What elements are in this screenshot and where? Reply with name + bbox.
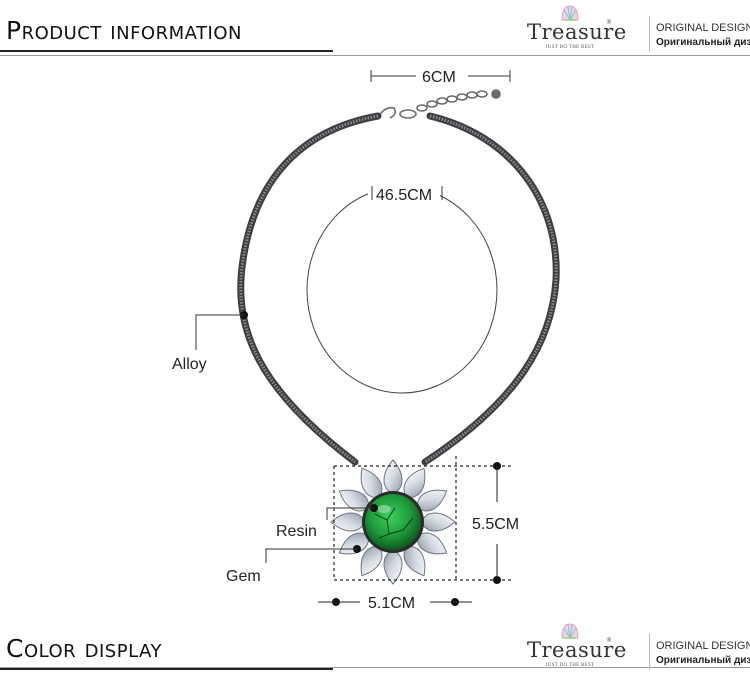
brand-registered-mark: ®: [606, 20, 611, 26]
pendant-width-label: 5.1CM: [368, 595, 415, 612]
slogan-en: ORIGINAL DESIGN: [656, 640, 750, 652]
slogan-en: ORIGINAL DESIGN: [656, 22, 750, 34]
pendant-height-dimension: 5.5CM: [472, 462, 519, 584]
header-divider: [0, 667, 750, 668]
product-information-header: Product information Treasure ® JUST DO T…: [0, 0, 750, 56]
header-divider: [0, 55, 750, 56]
slogan-ru: Оригинальный дизайн: [656, 37, 750, 48]
pendant-height-label: 5.5CM: [472, 516, 519, 533]
pendant: [330, 459, 456, 585]
brand-divider: [649, 16, 650, 52]
extender-dimension: 6CM: [370, 69, 511, 86]
chain-length-label: 46.5CM: [376, 187, 432, 204]
brand-tagline: JUST DO THE BEST: [545, 663, 595, 668]
extender-chain: [377, 89, 501, 119]
resin-callout: Resin: [276, 504, 378, 540]
snake-chain: [237, 112, 560, 466]
chain-length-diagram: 46.5CM: [306, 180, 498, 394]
brand-name: Treasure: [527, 638, 627, 662]
extender-length-label: 6CM: [422, 69, 456, 86]
alloy-label: Alloy: [172, 356, 207, 373]
gem-label: Gem: [226, 568, 261, 585]
pendant-size-box: [333, 456, 514, 581]
alloy-callout: Alloy: [172, 311, 248, 373]
shell-logo-icon: [561, 623, 579, 639]
shell-logo-icon: [561, 5, 579, 21]
color-display-header: Color display Treasure ® JUST DO THE BES…: [0, 618, 750, 674]
brand-name: Treasure: [527, 20, 627, 44]
section-title-underline: [0, 50, 333, 52]
section-title-product-information: Product information: [6, 16, 242, 45]
product-diagram: 6CM 46.5CM Alloy: [172, 69, 560, 612]
brand-logo: Treasure ® JUST DO THE BEST: [527, 620, 627, 672]
section-title-underline: [0, 668, 333, 670]
brand-logo: Treasure ® JUST DO THE BEST: [527, 2, 627, 54]
slogan-ru: Оригинальный дизайн: [656, 655, 750, 666]
resin-label: Resin: [276, 523, 317, 540]
brand-tagline: JUST DO THE BEST: [545, 45, 595, 50]
brand-registered-mark: ®: [606, 638, 611, 644]
section-title-color-display: Color display: [6, 634, 162, 663]
green-resin-stone: [365, 494, 421, 550]
gem-callout: Gem: [226, 545, 361, 585]
pendant-width-dimension: 5.1CM: [318, 595, 472, 612]
brand-divider: [649, 634, 650, 670]
